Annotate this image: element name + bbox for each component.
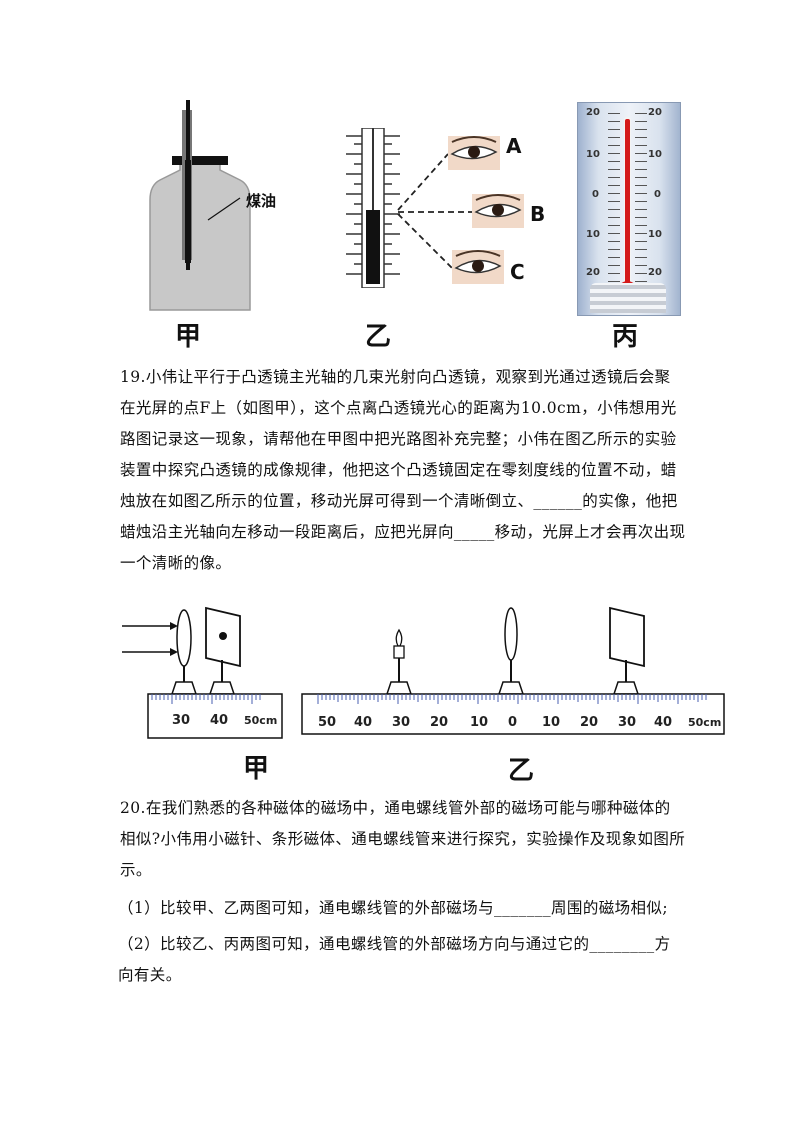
figure-photo-thermometer: 20 10 0 10 20 20 10 0 10 20 <box>577 102 681 316</box>
figure-top-jia-label: 甲 <box>175 322 202 352</box>
figure-top-bing-label: 丙 <box>612 322 639 352</box>
svg-text:20: 20 <box>430 715 448 730</box>
svg-text:30: 30 <box>172 713 190 728</box>
question-19-text: 19.小伟让平行于凸透镜主光轴的几束光射向凸透镜，观察到光通过透镜后会聚在光屏的… <box>120 368 686 572</box>
svg-text:10: 10 <box>542 715 560 730</box>
eye-label-b: B <box>530 202 546 226</box>
eye-label-c: C <box>510 260 525 284</box>
question-20-item-2: （2）比较乙、丙两图可知，通电螺线管的外部磁场方向与通过它的________方向… <box>118 935 671 984</box>
eye-label-a: A <box>506 134 522 158</box>
question-20-item-1: （1）比较甲、乙两图可知，通电螺线管的外部磁场与_______周围的磁场相似; <box>118 899 668 917</box>
svg-text:30: 30 <box>392 715 410 730</box>
svg-text:0: 0 <box>508 715 517 730</box>
figure-mid-jia-label: 甲 <box>243 754 270 784</box>
figure-mid-yi-label: 乙 <box>508 756 535 786</box>
figure-thermometer-reading <box>346 128 524 288</box>
svg-text:20: 20 <box>580 715 598 730</box>
svg-text:40: 40 <box>354 715 372 730</box>
figure-lens-focus-setup: 30 40 50cm <box>122 606 283 739</box>
question-20-intro: 20.在我们熟悉的各种磁体的磁场中，通电螺线管外部的磁场可能与哪种磁体的相似?小… <box>120 799 686 879</box>
svg-text:40: 40 <box>210 713 228 728</box>
svg-text:40: 40 <box>654 715 672 730</box>
svg-text:50cm: 50cm <box>244 714 277 727</box>
eye-a-icon <box>448 136 500 170</box>
eye-c-icon <box>452 250 504 284</box>
eye-b-icon <box>472 194 524 228</box>
svg-text:50: 50 <box>318 715 336 730</box>
figure-optical-bench: 50 40 30 20 10 0 10 20 30 40 50cm <box>301 606 725 735</box>
svg-text:30: 30 <box>618 715 636 730</box>
figure-top-yi-label: 乙 <box>365 322 392 352</box>
svg-text:50cm: 50cm <box>688 716 721 729</box>
kerosene-label: 煤油 <box>246 192 277 210</box>
svg-text:10: 10 <box>470 715 488 730</box>
figure-kerosene-bottle <box>149 100 251 311</box>
